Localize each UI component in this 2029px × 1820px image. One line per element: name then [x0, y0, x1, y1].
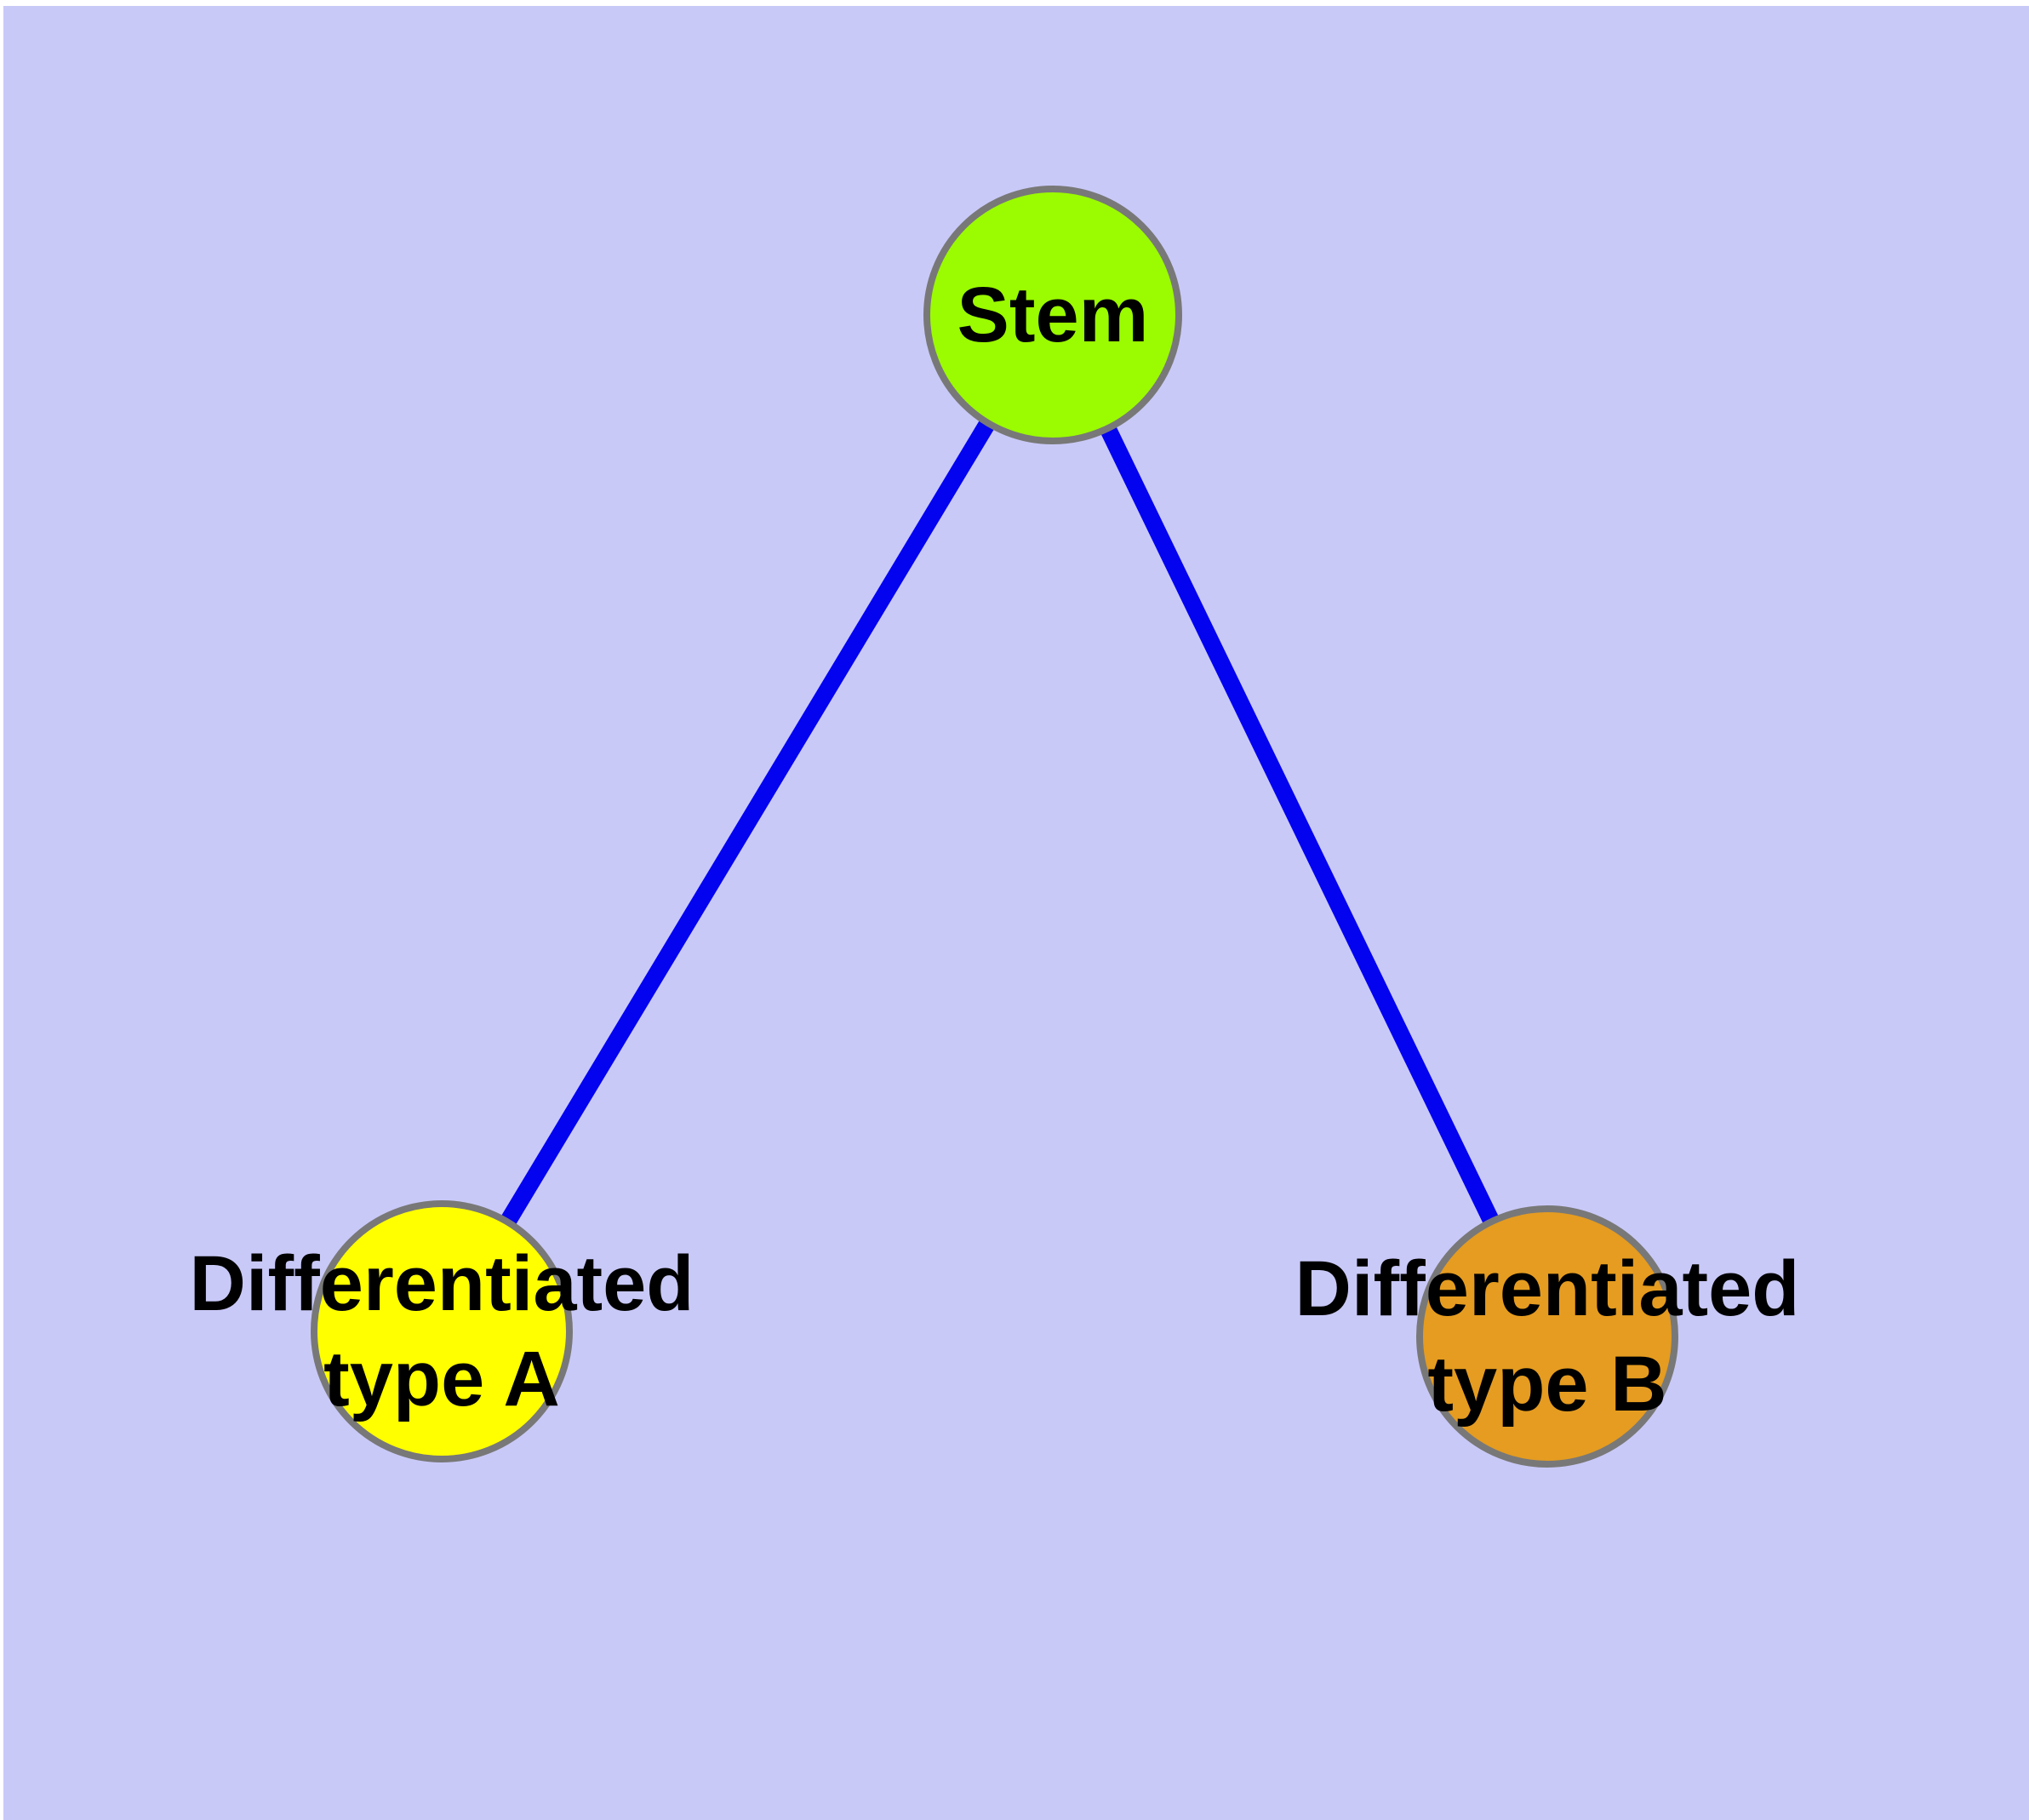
- type-a-label-line1: Differentiated: [189, 1239, 694, 1327]
- type-a-label-line2: type A: [323, 1336, 560, 1422]
- stem-node-label: Stem: [957, 267, 1149, 363]
- type-b-node-label: Differentiated type B: [1295, 1241, 1800, 1432]
- stem-node: [923, 186, 1182, 444]
- type-a-node: [311, 1200, 573, 1462]
- edge-stem-to-type-a: [434, 310, 1060, 1336]
- type-b-label-line2: type B: [1427, 1341, 1667, 1428]
- type-b-node: [1416, 1205, 1678, 1468]
- stem-label-text: Stem: [957, 271, 1149, 358]
- edge-stem-to-type-b: [1044, 311, 1556, 1341]
- type-b-label-line1: Differentiated: [1295, 1245, 1800, 1332]
- type-a-node-label: Differentiated type A: [190, 1236, 694, 1427]
